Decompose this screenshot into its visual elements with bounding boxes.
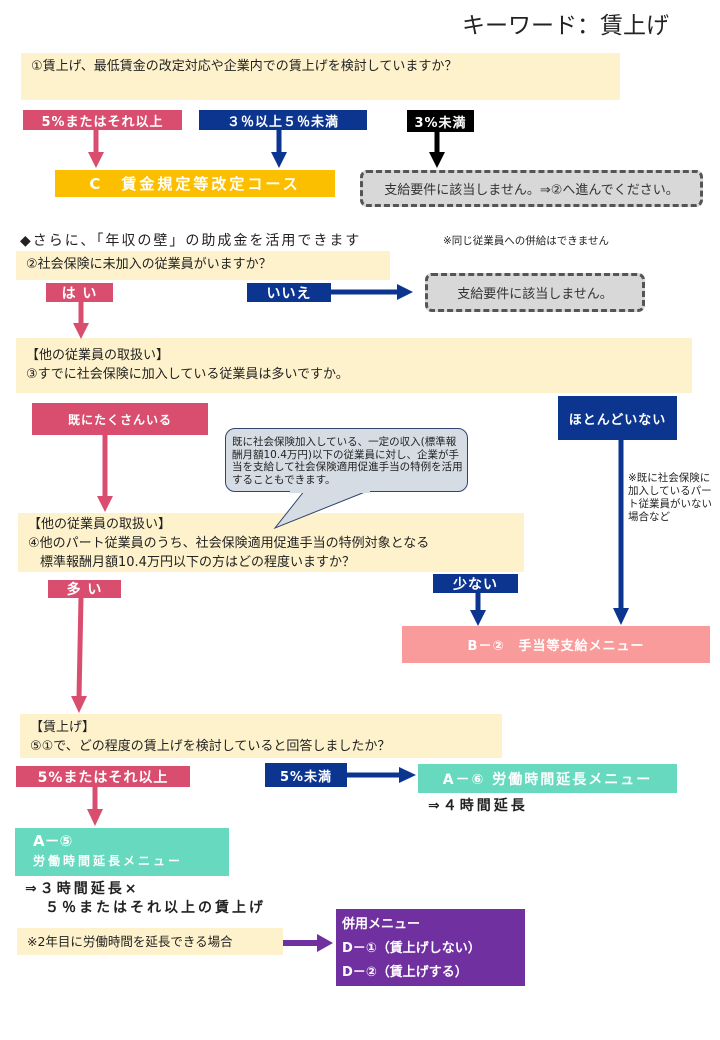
q4-line2: 標準報酬月額10.4万円以下の方はどの程度いますか？ — [40, 555, 355, 570]
not-eligible-box-1: 支給要件に該当しません。⇒②へ進んでください。 — [360, 170, 703, 207]
course-c-box: C 賃金規定等改定コース — [55, 170, 335, 197]
menu-d1: D－①（賃上げしない） — [342, 941, 481, 956]
question-5: 【賃上げ】 ⑤①で、どの程度の賃上げを検討していると回答しましたか？ — [20, 714, 502, 758]
menu-a6-box: A－⑥ 労働時間延長メニュー — [418, 764, 677, 793]
q5-heading: 【賃上げ】 — [30, 720, 96, 735]
question-2: ②社会保険に未加入の従業員がいますか？ — [16, 251, 390, 280]
q3-option-many: 既にたくさんいる — [32, 403, 208, 435]
not-eligible-box-2: 支給要件に該当しません。 — [425, 273, 645, 312]
q2-option-no: いいえ — [247, 283, 331, 302]
page-title: キーワード：賃上げ — [462, 13, 669, 39]
q5-text: ⑤①で、どの程度の賃上げを検討していると回答しましたか？ — [30, 739, 391, 754]
q1-option-5pct-plus: 5%またはそれ以上 — [23, 110, 182, 130]
q4-heading: 【他の従業員の取扱い】 — [28, 517, 172, 532]
question-3: 【他の従業員の取扱い】 ③すでに社会保険に加入している従業員は多いですか。 — [16, 338, 692, 393]
additional-note: ※同じ従業員への併給はできません — [443, 235, 609, 247]
q3-few-note: ※既に社会保険に加入しているパート従業員がいない場合など — [628, 472, 712, 523]
callout-tail-joint — [290, 487, 370, 493]
q4-line1: ④他のパート従業員のうち、社会保険適用促進手当の特例対象となる — [28, 536, 430, 551]
callout-bubble: 既に社会保険加入している、一定の収入(標準報酬月額10.4万円)以下の従業員に対… — [225, 428, 468, 492]
additional-subsidy-text: ◆さらに、「年収の壁」の助成金を活用できます — [20, 233, 362, 249]
a5-note: ⇒３時間延長× ５％またはそれ以上の賃上げ — [25, 880, 266, 918]
q3-text: ③すでに社会保険に加入している従業員は多いですか。 — [26, 367, 349, 382]
q4-option-few: 少ない — [433, 574, 518, 593]
question-1: ①賃上げ、最低賃金の改定対応や企業内での賃上げを検討していますか？ — [21, 53, 620, 100]
q3-option-few: ほとんどいない — [558, 396, 677, 440]
a5-line1: A－⑤ — [33, 832, 73, 850]
a5-line2: 労働時間延長メニュー — [33, 854, 184, 868]
menu-a5-box: A－⑤ 労働時間延長メニュー — [15, 828, 229, 876]
menu-b2-box: B－② 手当等支給メニュー — [402, 626, 710, 663]
menu-d2: D－②（賃上げする） — [342, 965, 468, 980]
q5-option-under-5pct: 5%未満 — [265, 763, 347, 787]
a5-note-line1: ⇒３時間延長× — [25, 881, 140, 897]
q2-option-yes: は い — [46, 283, 113, 302]
combined-title: 併用メニュー — [342, 917, 421, 932]
question-4: 【他の従業員の取扱い】 ④他のパート従業員のうち、社会保険適用促進手当の特例対象… — [18, 513, 524, 572]
a5-note-line2: ５％またはそれ以上の賃上げ — [45, 900, 266, 916]
second-year-note: ※2年目に労働時間を延長できる場合 — [17, 928, 283, 955]
q5-option-5pct-plus: 5%またはそれ以上 — [16, 766, 190, 787]
q1-option-under-3pct: 3%未満 — [407, 110, 474, 132]
q1-option-3-5pct: ３％以上５％未満 — [199, 110, 367, 130]
a6-note: ⇒４時間延長 — [428, 798, 528, 814]
combined-menu-box: 併用メニュー D－①（賃上げしない） D－②（賃上げする） — [336, 909, 525, 986]
q3-heading: 【他の従業員の取扱い】 — [26, 348, 170, 363]
q4-option-many: 多 い — [48, 580, 121, 598]
